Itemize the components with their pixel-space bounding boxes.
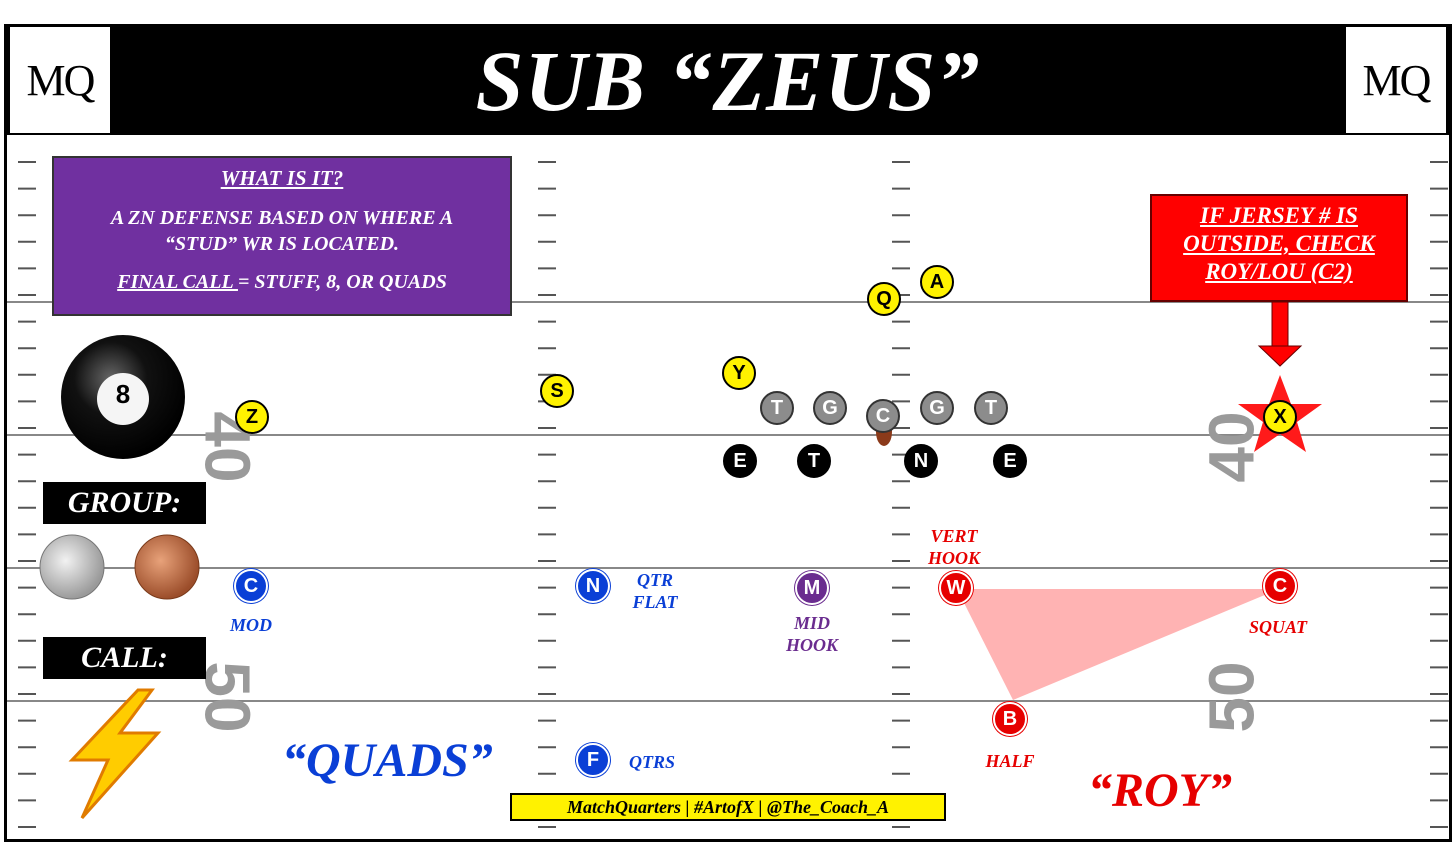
ol-center: C (866, 399, 900, 433)
player-q: Q (867, 282, 901, 316)
def-c-right-role: SQUAT (1248, 617, 1308, 637)
def-b-role: HALF (985, 751, 1035, 771)
def-w: W (939, 571, 973, 605)
player-x: X (1263, 400, 1297, 434)
alert-arrow-head (1257, 345, 1303, 367)
dl-tackle: T (797, 444, 831, 478)
def-c-right: C (1263, 569, 1297, 603)
call-quads: “QUADS” (282, 734, 493, 787)
player-z: Z (235, 400, 269, 434)
ol-left-guard: G (813, 391, 847, 425)
info-answer: A ZN DEFENSE BASED ON WHERE A “STUD” WR … (110, 207, 454, 255)
info-question: WHAT IS IT? (220, 166, 344, 190)
mq-logo-left: MQ (10, 27, 110, 133)
dl-end-left: E (723, 444, 757, 478)
def-m: M (795, 571, 829, 605)
dl-nose: N (904, 444, 938, 478)
def-n: N (576, 569, 610, 603)
call-roy: “ROY” (1088, 764, 1232, 817)
ol-right-guard: G (920, 391, 954, 425)
dl-end-right: E (993, 444, 1027, 478)
def-c-left-role: MOD (229, 615, 272, 635)
mq-logo-right: MQ (1346, 27, 1446, 133)
player-y: Y (722, 356, 756, 390)
group-label: GROUP: (43, 482, 206, 524)
def-f: F (576, 743, 610, 777)
header-bar (7, 27, 1449, 135)
alert-box: IF JERSEY # IS OUTSIDE, CHECK ROY/LOU (C… (1150, 194, 1408, 302)
eight-ball-number: 8 (115, 379, 131, 409)
outer-frame (4, 24, 1452, 842)
def-c-left: C (234, 569, 268, 603)
penny-icon (134, 534, 200, 600)
lightning-icon (68, 688, 162, 819)
page-title: SUB “ZEUS” (475, 33, 981, 129)
def-f-role: QTRS (628, 752, 675, 772)
ol-left-tackle: T (760, 391, 794, 425)
call-label: CALL: (43, 637, 206, 679)
roy-zone-triangle (957, 589, 1279, 700)
def-b: B (993, 702, 1027, 736)
credit-banner: MatchQuarters | #ArtofX | @The_Coach_A (510, 793, 946, 821)
ol-right-tackle: T (974, 391, 1008, 425)
player-a: A (920, 265, 954, 299)
nickel-icon (39, 534, 105, 600)
final-call: FINAL CALL = STUFF, 8, OR QUADS (117, 271, 447, 293)
what-is-it-box: WHAT IS IT? A ZN DEFENSE BASED ON WHERE … (52, 156, 512, 316)
player-s: S (540, 374, 574, 408)
